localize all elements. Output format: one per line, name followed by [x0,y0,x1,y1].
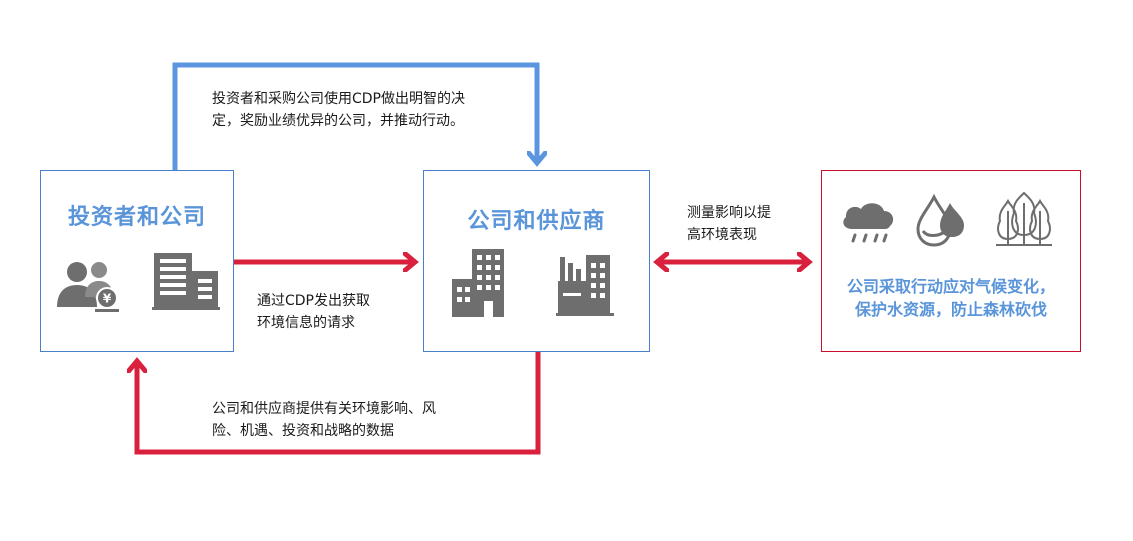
forest-icon [996,191,1052,246]
water-drop-icon [916,193,964,247]
arrow-bottom-red [137,352,541,455]
edge-label-top-line-2: 定，奖励业绩优异的公司，并推动行动。 [212,113,464,129]
edge-label-middle: 通过CDP发出获取 环境信息的请求 [257,290,370,334]
edge-label-right-line-1: 测量影响以提 [687,205,771,221]
arrow-top-blue [172,62,537,170]
factory-icon [556,255,614,316]
edge-label-right: 测量影响以提 高环境表现 [687,202,771,246]
edge-label-middle-line-1: 通过CDP发出获取 [257,293,370,309]
outcome-text: 公司采取行动应对气候变化， 保护水资源，防止森林砍伐 [822,275,1080,321]
node-suppliers-title: 公司和供应商 [467,209,606,234]
edge-label-middle-line-2: 环境信息的请求 [257,315,355,331]
node-outcome: 公司采取行动应对气候变化， 保护水资源，防止森林砍伐 [821,170,1081,352]
edge-label-bottom-line-1: 公司和供应商提供有关环境影响、风 [212,401,436,417]
node-suppliers: 公司和供应商 [423,170,650,352]
outcome-line-2: 保护水资源，防止森林砍伐 [854,300,1047,319]
edge-label-right-line-2: 高环境表现 [687,227,757,243]
investor-people-icon: ¥ [57,262,119,312]
edge-label-bottom-line-2: 险、机遇、投资和战略的数据 [212,423,394,439]
rain-cloud-icon [843,203,894,243]
outcome-line-1: 公司采取行动应对气候变化， [846,277,1055,296]
svg-text:¥: ¥ [103,292,112,306]
node-investors: 投资者和公司 ¥ [40,170,234,352]
office-building-icon [152,253,220,310]
edge-label-bottom: 公司和供应商提供有关环境影响、风 险、机遇、投资和战略的数据 [212,398,436,442]
edge-label-top: 投资者和采购公司使用CDP做出明智的决 定，奖励业绩优异的公司，并推动行动。 [212,88,465,132]
city-buildings-icon [452,249,504,317]
node-investors-title: 投资者和公司 [67,205,206,230]
edge-label-top-line-1: 投资者和采购公司使用CDP做出明智的决 [212,91,465,107]
